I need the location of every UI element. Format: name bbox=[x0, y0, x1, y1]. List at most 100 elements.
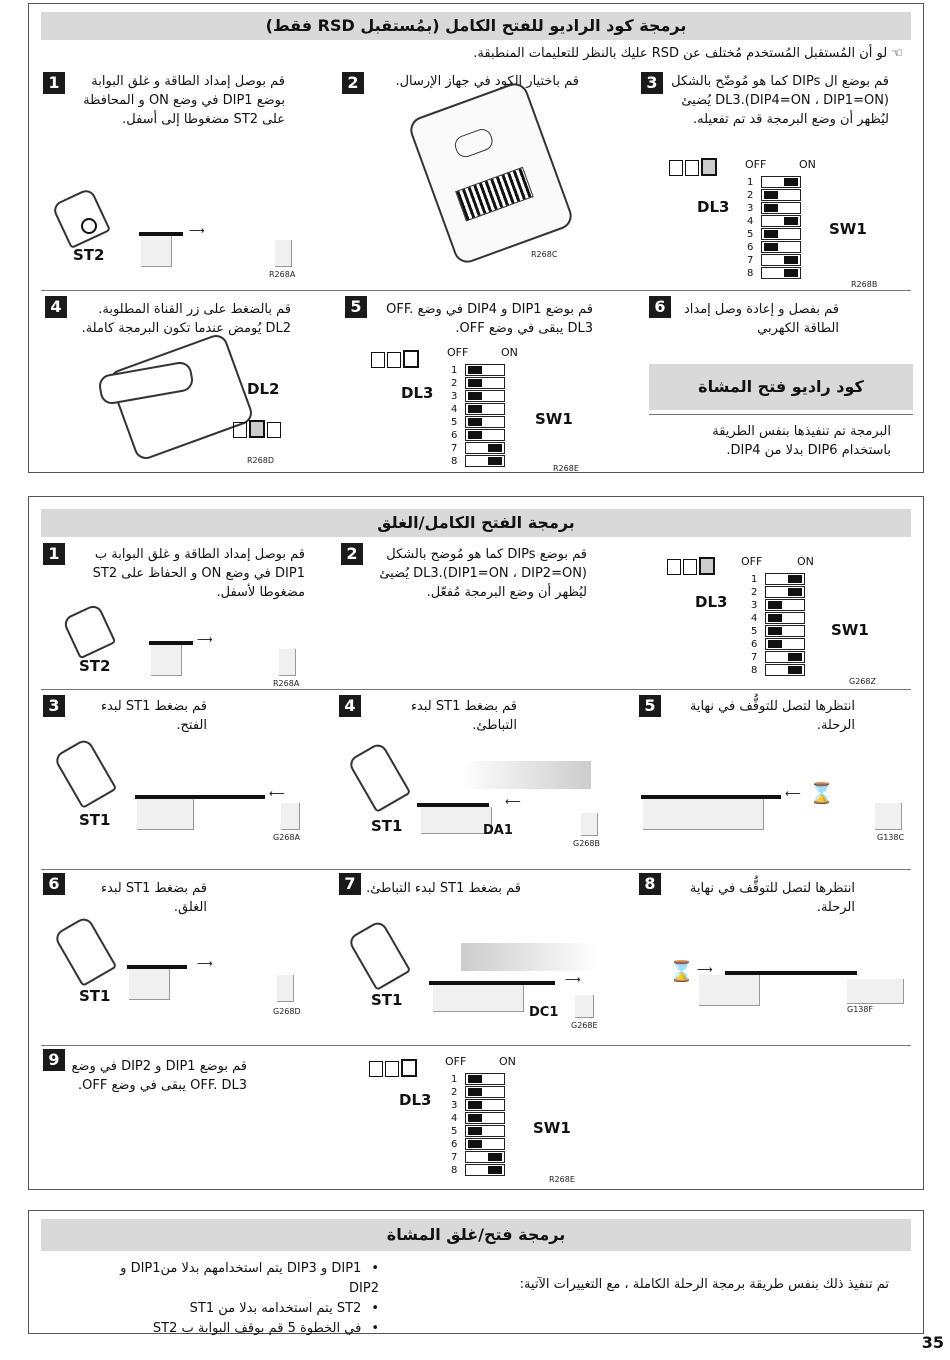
da1-label: DA1 bbox=[483, 823, 513, 838]
st1-label: ST1 bbox=[371, 817, 403, 835]
gate-ground bbox=[151, 645, 182, 676]
section-lead: تم تنفيذ ذلك بنفس طريقة برمجة الرحلة الك… bbox=[519, 1277, 889, 1292]
gate-rail bbox=[135, 795, 265, 799]
hand-press-icon bbox=[346, 741, 412, 813]
arrow-icon: ⟵ bbox=[505, 795, 521, 808]
led-group bbox=[233, 420, 281, 442]
hand-press-icon bbox=[346, 919, 412, 991]
step-number: 3 bbox=[43, 695, 65, 717]
gate-ground bbox=[141, 236, 172, 267]
figure-code: R268E bbox=[549, 1175, 575, 1184]
step-number: 4 bbox=[339, 695, 361, 717]
arrow-icon: ⟶ bbox=[697, 963, 713, 976]
step-text: قم بالضغط على زر القناة المطلوبة. DL2 يُ… bbox=[81, 302, 291, 336]
st2-label: ST2 bbox=[79, 657, 111, 675]
figure-code: R268C bbox=[531, 250, 558, 259]
led-group bbox=[371, 350, 419, 372]
arrow-icon: ⟵ bbox=[785, 787, 801, 800]
step-number: 8 bbox=[639, 873, 661, 895]
arrow-icon: ⟶ bbox=[189, 224, 205, 237]
step-number: 2 bbox=[342, 72, 364, 94]
hand-press-icon bbox=[52, 737, 118, 809]
hourglass-icon: ⌛ bbox=[669, 959, 694, 983]
figure-code: G138C bbox=[877, 833, 905, 842]
change-list: DIP1 و DIP3 يتم استخدامهم بدلا منDIP1 و … bbox=[89, 1259, 379, 1339]
arrow-icon: ⟶ bbox=[197, 633, 213, 646]
gate-post bbox=[277, 975, 294, 1002]
dip-on-label: ON bbox=[799, 158, 816, 171]
step-text: قم بوضع DIP1 و DIP2 في وضع OFF. DL3 يبقى… bbox=[71, 1059, 247, 1093]
figure-code: G268D bbox=[273, 1007, 301, 1016]
slowdown-zone bbox=[461, 943, 599, 971]
gate-ground bbox=[137, 799, 194, 830]
page-number: 35 bbox=[921, 1333, 944, 1352]
step-text: قم بضغط ST1 لبدء التباطئ. bbox=[366, 881, 521, 896]
dl2-label: DL2 bbox=[247, 380, 280, 398]
sw1-label: SW1 bbox=[831, 621, 869, 639]
button-icon bbox=[81, 218, 97, 234]
dip-off-label: OFF bbox=[445, 1055, 467, 1068]
arrow-icon: ⟶ bbox=[565, 973, 581, 986]
step-number: 5 bbox=[345, 296, 367, 318]
dip-on-label: ON bbox=[501, 346, 518, 359]
hand-press-icon bbox=[52, 915, 118, 987]
list-item: ST2 يتم استخدامه بدلا من ST1 bbox=[89, 1299, 379, 1319]
step-number: 4 bbox=[45, 296, 67, 318]
gate-rail bbox=[139, 232, 183, 236]
st1-label: ST1 bbox=[79, 811, 111, 829]
sw1-label: SW1 bbox=[533, 1119, 571, 1137]
section-title: برمجة كود الراديو للفتح الكامل (بمُستقبل… bbox=[41, 12, 911, 40]
st1-label: ST1 bbox=[79, 987, 111, 1005]
figure-code: R268E bbox=[553, 464, 579, 473]
hourglass-icon: ⌛ bbox=[809, 781, 834, 805]
arrow-icon: ⟶ bbox=[197, 957, 213, 970]
gate-post bbox=[847, 979, 904, 1004]
sw1-label: SW1 bbox=[535, 410, 573, 428]
gate-post bbox=[281, 803, 300, 830]
list-item: في الخطوة 5 قم بوقف البوابة ب ST2 bbox=[89, 1319, 379, 1339]
step-text: قم بضغط ST1 لبدء الفتح. bbox=[100, 699, 207, 733]
gate-rail bbox=[725, 971, 857, 975]
section-title: برمجة فتح/غلق المشاة bbox=[41, 1219, 911, 1251]
gate-rail bbox=[127, 965, 187, 969]
step-number: 6 bbox=[649, 296, 671, 318]
step-text: انتظرها لتصل للتوقُّف في نهاية الرحلة. bbox=[689, 699, 855, 733]
dl3-label: DL3 bbox=[697, 198, 730, 216]
dl3-label: DL3 bbox=[695, 593, 728, 611]
step-number: 7 bbox=[339, 873, 361, 895]
divider bbox=[41, 290, 911, 291]
figure-code: G268E bbox=[571, 1021, 598, 1030]
list-item: DIP1 و DIP3 يتم استخدامهم بدلا منDIP1 و … bbox=[89, 1259, 379, 1299]
figure-code: G268B bbox=[573, 839, 600, 848]
gate-ground bbox=[643, 799, 764, 830]
gate-ground bbox=[699, 975, 760, 1006]
gate-post bbox=[279, 649, 296, 676]
gate-ground bbox=[433, 985, 524, 1012]
divider bbox=[41, 1045, 911, 1046]
gate-rail bbox=[417, 803, 489, 807]
pedestrian-radio-title: كود راديو فتح المشاة bbox=[649, 364, 913, 410]
step-text: قم بوضع ال DIPs كما هو مُوضّح بالشكل DL3… bbox=[671, 74, 889, 127]
step-number: 9 bbox=[43, 1049, 65, 1071]
step-text: قم باختيار الكود في جهاز الإرسال. bbox=[395, 74, 579, 89]
step-number: 1 bbox=[43, 72, 65, 94]
figure-code: R268A bbox=[269, 270, 296, 279]
step-number: 3 bbox=[641, 72, 663, 94]
step-text: قم بضغط ST1 لبدء الغلق. bbox=[100, 881, 207, 915]
gate-rail bbox=[149, 641, 193, 645]
section-title: برمجة الفتح الكامل/الغلق bbox=[41, 509, 911, 537]
divider bbox=[41, 869, 911, 870]
gate-ground bbox=[421, 807, 492, 834]
gate-post bbox=[875, 803, 902, 830]
figure-code: R268D bbox=[247, 456, 274, 465]
figure-code: G268A bbox=[273, 833, 300, 842]
step-number: 6 bbox=[43, 873, 65, 895]
step-text: انتظرها لتصل للتوقُّف في نهاية الرحلة. bbox=[689, 881, 855, 915]
step-number: 2 bbox=[341, 543, 363, 565]
step-number: 5 bbox=[639, 695, 661, 717]
dc1-label: DC1 bbox=[529, 1005, 559, 1020]
figure-code: R268A bbox=[273, 679, 300, 688]
step-text: قم بوصل إمداد الطاقة و غلق البوابة بوضع … bbox=[83, 74, 285, 127]
